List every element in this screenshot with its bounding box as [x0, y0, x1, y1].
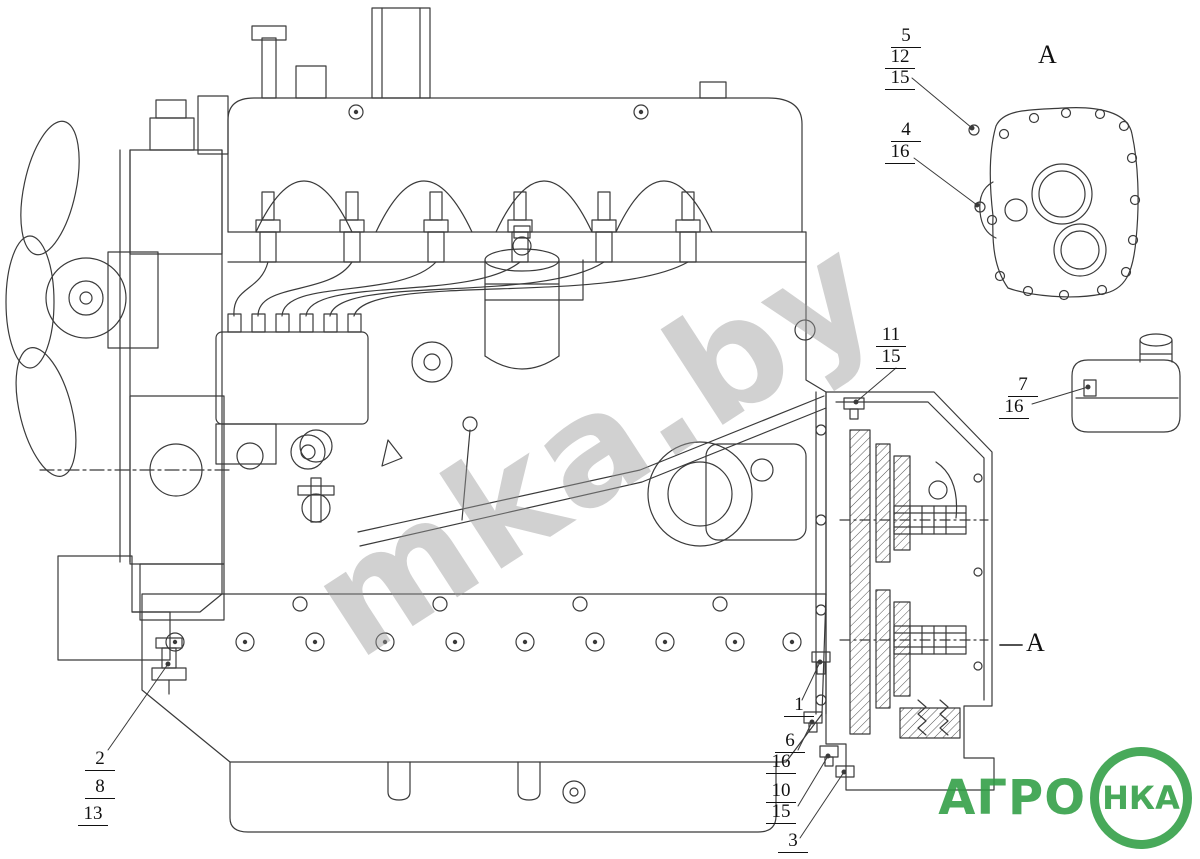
front-cover — [39, 99, 231, 621]
callout-part-12: 12 — [885, 47, 915, 69]
manifold-head — [197, 7, 807, 263]
fuel-filter — [484, 225, 584, 370]
callout-part-1: 1 — [784, 695, 814, 717]
callout-part-15c: 15 — [766, 802, 796, 824]
callout-part-16c: 16 — [766, 752, 796, 774]
engine-mount-left — [57, 555, 223, 695]
fuel-lines — [233, 261, 689, 317]
flywheel-housing — [825, 391, 995, 791]
callout-part-5: 5 — [891, 26, 921, 48]
breather-part — [1071, 333, 1181, 433]
oil-pan — [141, 593, 827, 833]
callout-part-2: 2 — [85, 749, 115, 771]
callout-part-11: 11 — [876, 325, 906, 347]
logo-badge: НКА — [1090, 747, 1192, 849]
agro-nka-logo: АГРО НКА — [938, 747, 1192, 849]
callout-part-6: 6 — [775, 731, 805, 753]
callout-part-4: 4 — [891, 120, 921, 142]
view-label-a-bottom: A — [1026, 628, 1045, 657]
rear-plate — [815, 391, 827, 715]
callout-part-15b: 15 — [876, 347, 906, 369]
callout-part-13: 13 — [78, 804, 108, 826]
callout-part-3: 3 — [778, 831, 808, 853]
callout-part-10: 10 — [766, 781, 796, 803]
callout-part-16a: 16 — [885, 142, 915, 164]
callout-part-16b: 16 — [999, 397, 1029, 419]
detail-view-a — [979, 107, 1141, 301]
callout-part-7: 7 — [1008, 375, 1038, 397]
callout-part-15a: 15 — [885, 68, 915, 90]
leader-lines — [107, 77, 1091, 839]
injection-pump — [215, 313, 369, 470]
view-label-a-top: A — [1038, 40, 1057, 69]
cooling-fan — [5, 120, 127, 477]
logo-text: АГРО — [938, 770, 1086, 826]
callout-part-8: 8 — [85, 777, 115, 799]
